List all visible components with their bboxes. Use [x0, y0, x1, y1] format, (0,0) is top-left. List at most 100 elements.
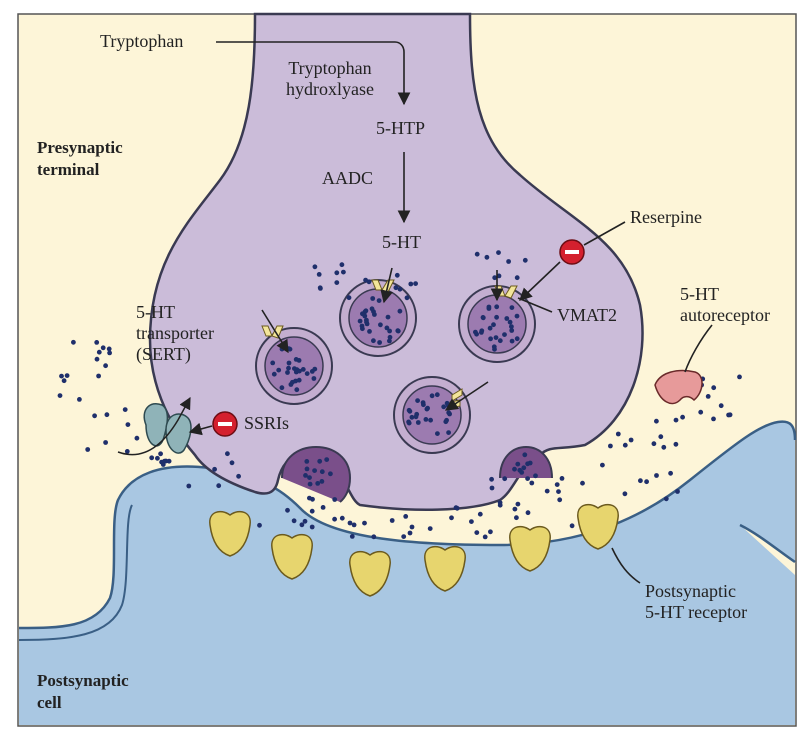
serotonin-dot [480, 315, 486, 320]
receptor-icon-1 [209, 510, 251, 557]
serotonin-dot [363, 308, 369, 314]
serotonin-dot [309, 524, 315, 530]
receptor-icon-4 [424, 545, 466, 592]
serotonin-dot [507, 319, 513, 325]
serotonin-dot [369, 306, 375, 312]
postsynaptic-cell-label: Postsynaptic cell [37, 670, 129, 714]
serotonin-dot [705, 394, 711, 399]
postsynaptic-line-2: cell [37, 693, 62, 712]
serotonin-dot [514, 275, 520, 281]
serotonin-dot [673, 441, 679, 447]
serotonin-dot [525, 461, 530, 467]
serotonin-dot [427, 526, 433, 531]
serotonin-dot [290, 379, 295, 385]
serotonin-dot [435, 431, 440, 436]
serotonin-dot [494, 304, 500, 310]
serotonin-dot [559, 476, 565, 481]
serotonin-dot [317, 458, 323, 464]
serotonin-dot [737, 374, 742, 380]
serotonin-dot [406, 419, 411, 425]
serotonin-dot [166, 458, 172, 464]
serotonin-dot [469, 519, 474, 524]
serotonin-dot [403, 514, 409, 519]
serotonin-dot [509, 328, 515, 333]
serotonin-dot [522, 257, 528, 263]
reserpine-inhibitor-icon [559, 239, 585, 265]
tryptophan-hydroxylase-label: Tryptophan hydroxlyase [268, 58, 392, 100]
serotonin-dot [96, 373, 101, 379]
serotonin-dot [216, 483, 222, 489]
serotonin-dot [297, 368, 302, 374]
serotonin-dot [286, 365, 291, 371]
serotonin-dot [502, 332, 507, 337]
serotonin-dot [522, 452, 528, 458]
serotonin-dot [107, 350, 112, 356]
serotonin-dot [57, 393, 63, 398]
serotonin-dot [236, 473, 242, 479]
serotonin-dot [479, 328, 485, 334]
serotonin-dot [673, 417, 679, 423]
serotonin-dot [334, 270, 340, 276]
serotonin-dot [94, 340, 100, 345]
serotonin-dot [316, 272, 322, 277]
serotonin-dot [360, 326, 365, 332]
serotonin-dot [509, 338, 515, 344]
serotonin-dot [309, 508, 315, 514]
serotonin-dot [487, 325, 493, 331]
autoreceptor-icon [654, 369, 703, 405]
serotonin-dot [371, 534, 377, 540]
serotonin-dot [307, 495, 312, 501]
serotonin-dot [407, 530, 413, 536]
serotonin-dot [421, 402, 426, 408]
serotonin-dot [122, 407, 128, 412]
serotonin-dot [622, 442, 628, 448]
vesicle-lower [393, 376, 471, 454]
serotonin-dot [312, 264, 318, 270]
serotonin-dot [389, 518, 395, 523]
serotonin-dot [514, 515, 519, 521]
serotonin-dot [644, 479, 649, 485]
sert-label: 5-HT transporter (SERT) [136, 302, 214, 365]
serotonin-dot [303, 473, 308, 478]
serotonin-dot [397, 308, 403, 314]
serotonin-dot [658, 434, 664, 440]
serotonin-dot [85, 447, 91, 452]
serotonin-dot [569, 523, 575, 529]
postsynaptic-receptor-label: Postsynaptic 5-HT receptor [645, 581, 747, 623]
serotonin-dot [628, 437, 634, 443]
serotonin-dot [489, 476, 494, 482]
serotonin-dot [339, 515, 345, 521]
vesicle-top-center [339, 279, 417, 357]
serotonin-dot [387, 334, 393, 340]
receptor-icon-2 [271, 533, 313, 580]
serotonin-dot [413, 414, 419, 420]
serotonin-dot [77, 397, 82, 402]
serotonin-dot [446, 430, 451, 435]
serotonin-dot [698, 409, 704, 415]
serotonin-dot [622, 491, 628, 497]
serotonin-dot [397, 286, 403, 292]
presynaptic-line-1: Presynaptic [37, 138, 123, 157]
serotonin-dot [393, 285, 399, 291]
serotonin-dot [408, 281, 414, 287]
presynaptic-line-2: terminal [37, 160, 100, 179]
serotonin-dot [514, 313, 520, 319]
ht-label: 5-HT [382, 232, 421, 252]
reserpine-arrow [583, 221, 626, 246]
serotonin-dot [497, 502, 503, 508]
serotonin-dot [415, 398, 420, 403]
serotonin-dot [529, 480, 535, 486]
serotonin-dot [363, 277, 368, 283]
serotonin-dot [423, 417, 429, 422]
serotonin-dot [580, 480, 585, 486]
serotonin-dot [286, 360, 292, 366]
postsynaptic-receptors [209, 503, 619, 597]
autoreceptor-line-2: autoreceptor [680, 305, 770, 325]
serotonin-dot [349, 534, 355, 539]
serotonin-dot [357, 318, 363, 324]
serotonin-dot [428, 417, 433, 423]
serotonin-dot [324, 457, 330, 462]
serotonin-dot [493, 335, 499, 340]
serotonin-dot [304, 466, 310, 472]
serotonin-dot [415, 420, 421, 425]
